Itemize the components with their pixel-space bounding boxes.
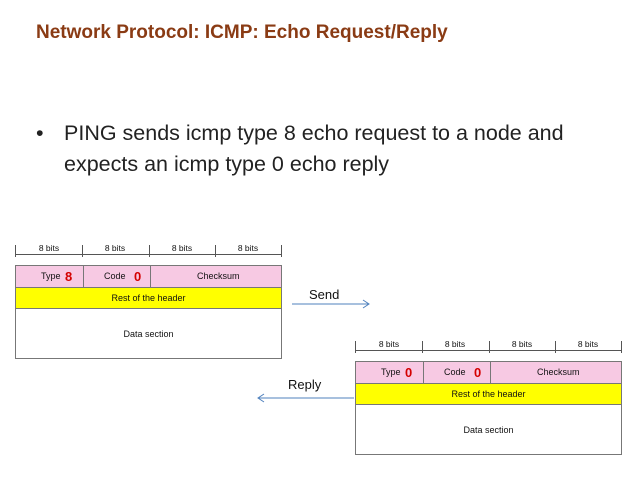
slide-title: Network Protocol: ICMP: Echo Request/Rep… xyxy=(36,22,448,43)
bits-label: 8 bits xyxy=(93,243,137,253)
bits-label: 8 bits xyxy=(500,339,544,349)
checksum-field-label: Checksum xyxy=(197,271,240,281)
bullet-text: PING sends icmp type 8 echo request to a… xyxy=(64,121,564,176)
bits-label: 8 bits xyxy=(367,339,411,349)
echo-request-packet: 8 bits 8 bits 8 bits 8 bits Type 8 Code … xyxy=(15,243,282,359)
data-section-label: Data section xyxy=(463,425,514,435)
type-field-label: Type xyxy=(41,271,61,281)
header-row-type-code-checksum: Type 8 Code 0 Checksum xyxy=(16,266,281,288)
checksum-field-label: Checksum xyxy=(537,367,580,377)
packet-frame: Type 8 Code 0 Checksum Rest of the heade… xyxy=(15,265,282,359)
send-label: Send xyxy=(309,287,340,302)
bits-label: 8 bits xyxy=(27,243,71,253)
header-row-type-code-checksum: Type 0 Code 0 Checksum xyxy=(356,362,621,384)
packet-frame: Type 0 Code 0 Checksum Rest of the heade… xyxy=(355,361,622,455)
bits-label: 8 bits xyxy=(226,243,270,253)
bullet-marker: • xyxy=(36,121,44,145)
send-arrow xyxy=(292,299,370,309)
type-field-label: Type xyxy=(381,367,401,377)
reply-label: Reply xyxy=(288,377,322,392)
type-field-value: 8 xyxy=(65,269,73,284)
rest-of-header-label: Rest of the header xyxy=(451,389,526,399)
rest-of-header-row: Rest of the header xyxy=(356,384,621,405)
bits-label: 8 bits xyxy=(566,339,610,349)
bit-width-ruler: 8 bits 8 bits 8 bits 8 bits xyxy=(355,339,622,357)
type-field-value: 0 xyxy=(405,365,413,380)
bits-label: 8 bits xyxy=(433,339,477,349)
code-field-value: 0 xyxy=(134,269,142,284)
data-section-label: Data section xyxy=(123,329,174,339)
echo-reply-packet: 8 bits 8 bits 8 bits 8 bits Type 0 Code … xyxy=(355,339,622,455)
reply-arrow xyxy=(257,393,354,403)
rest-of-header-label: Rest of the header xyxy=(111,293,186,303)
code-field-value: 0 xyxy=(474,365,482,380)
rest-of-header-row: Rest of the header xyxy=(16,288,281,309)
code-field-label: Code xyxy=(104,271,126,281)
bit-width-ruler: 8 bits 8 bits 8 bits 8 bits xyxy=(15,243,282,261)
bits-label: 8 bits xyxy=(160,243,204,253)
code-field-label: Code xyxy=(444,367,466,377)
